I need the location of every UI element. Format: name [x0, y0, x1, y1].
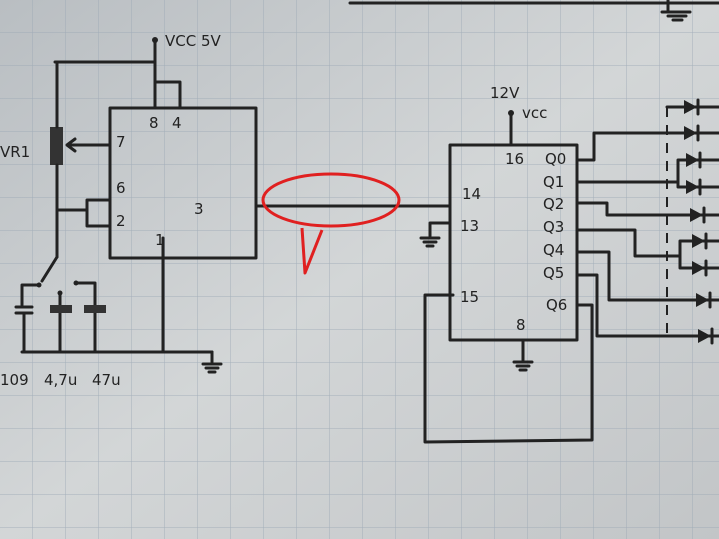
output-label: Q4 — [543, 241, 564, 259]
cap-label: 109 — [0, 371, 29, 389]
pin-label: 13 — [460, 217, 479, 235]
wiper-arrow-icon — [65, 137, 112, 153]
led-icon — [696, 293, 709, 307]
cap-label: 47u — [92, 371, 121, 389]
output-label: Q2 — [543, 195, 564, 213]
cap-label: 4,7u — [44, 371, 77, 389]
pin-label: 15 — [460, 288, 479, 306]
led-icon — [692, 261, 705, 275]
pin-label: 8 — [516, 316, 526, 334]
led-array — [684, 98, 714, 345]
ground-icon — [419, 221, 452, 248]
pin-label: 16 — [505, 150, 524, 168]
led-icon — [692, 234, 705, 248]
supply-voltage-label: 12V — [490, 84, 520, 102]
output-label: Q5 — [543, 264, 564, 282]
pin-label: 4 — [172, 114, 182, 132]
counter-ic-4017: 12V vcc 16 14 13 15 8 Q0 Q1 Q2 Q3 Q4 Q5 … — [419, 84, 719, 444]
speech-bubble-annotation[interactable] — [261, 172, 401, 275]
vr1-label: VR1 — [0, 143, 30, 161]
vcc-5v-label: VCC 5V — [165, 32, 222, 50]
pin-label: 6 — [116, 179, 126, 197]
reset-loop-wire — [423, 293, 594, 444]
pin-label: 7 — [116, 133, 126, 151]
led-icon — [686, 153, 699, 167]
selector-switch — [40, 255, 59, 283]
led-icon — [684, 126, 697, 140]
ground-icon — [201, 350, 223, 374]
led-icon — [698, 329, 711, 343]
vcc-label: vcc — [522, 104, 547, 122]
ground-icon — [512, 338, 534, 372]
led-icon — [684, 100, 697, 114]
capacitor-47u — [74, 281, 97, 354]
pin-label: 8 — [149, 114, 159, 132]
led-icon — [686, 180, 699, 194]
potentiometer-vr1 — [50, 127, 63, 165]
pin-label: 14 — [462, 185, 481, 203]
pin-label: 2 — [116, 212, 126, 230]
output-label: Q3 — [543, 218, 564, 236]
capacitor-109 — [14, 283, 39, 354]
pin-label: 3 — [194, 200, 204, 218]
output-label: Q1 — [543, 173, 564, 191]
output-label: Q0 — [545, 150, 566, 168]
top-partial-wire — [348, 0, 719, 22]
output-label: Q6 — [546, 296, 567, 314]
timer-ic-555: VCC 5V 8 4 7 6 2 3 1 VR1 109 4,7u 47u — [0, 32, 258, 389]
pin-label: 1 — [155, 231, 165, 249]
led-icon — [690, 208, 703, 222]
